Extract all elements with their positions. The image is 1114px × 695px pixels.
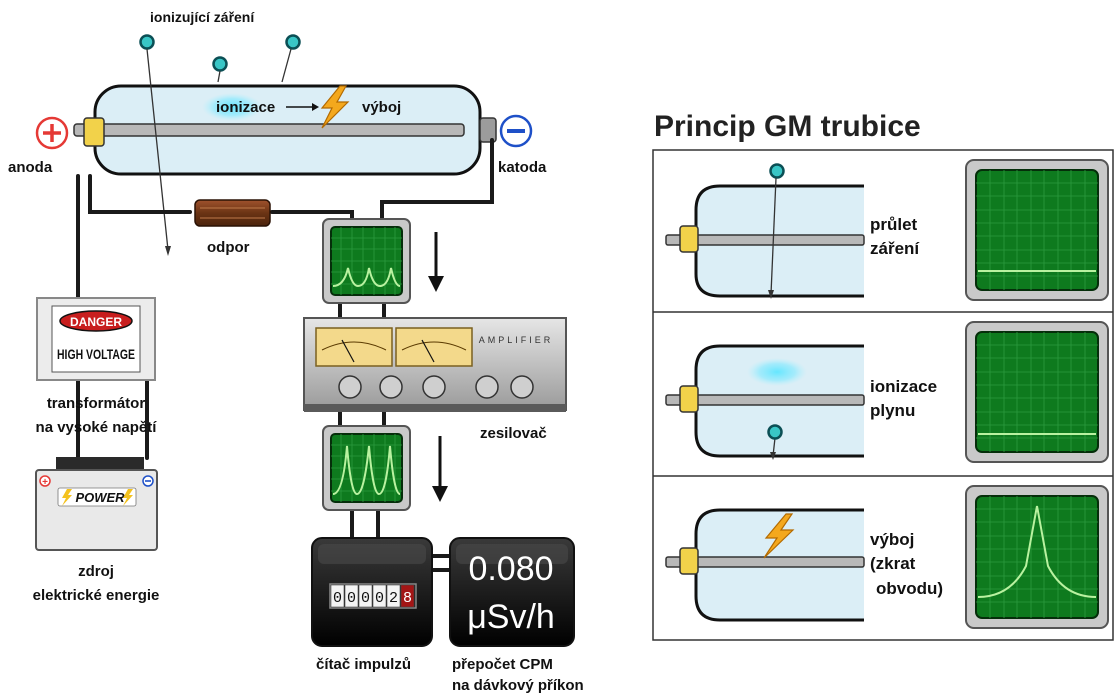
ionization-label: ionizace bbox=[216, 99, 275, 116]
counter-digit-cell bbox=[400, 584, 415, 608]
counter-digit: 0 bbox=[361, 590, 370, 607]
counter-digit: 0 bbox=[333, 590, 342, 607]
lightning-icon bbox=[763, 513, 795, 559]
row1-line2: záření bbox=[870, 239, 920, 258]
amplifier: AMPLIFIER zesilovač bbox=[303, 317, 567, 442]
radiation-label: ionizující záření bbox=[150, 9, 255, 25]
battery: + POWER zdroj elektrické energie bbox=[33, 457, 160, 604]
particle-icon bbox=[212, 56, 228, 72]
particle-icon bbox=[767, 424, 783, 440]
danger-badge bbox=[59, 310, 133, 332]
counter-digit-cell bbox=[330, 584, 345, 608]
arrow-down-icon bbox=[428, 232, 444, 292]
principle-row-ionization: ionizace plynu bbox=[665, 321, 1109, 463]
anode-wire bbox=[73, 123, 465, 137]
cathode-symbol: katoda bbox=[498, 114, 547, 176]
transformer: DANGER HIGH VOLTAGE transformátor na vys… bbox=[36, 297, 158, 436]
battery-caption-2: elektrické energie bbox=[33, 587, 160, 604]
knob bbox=[338, 375, 362, 399]
counter-digit-cell bbox=[386, 584, 401, 608]
dose-value: 0.080 bbox=[468, 550, 553, 588]
transformer-caption-2: na vysoké napětí bbox=[36, 419, 158, 436]
ray-line bbox=[146, 48, 169, 251]
row1-line1: průlet bbox=[870, 215, 918, 234]
resistor-label: odpor bbox=[207, 239, 250, 256]
ionization-cloud bbox=[202, 93, 262, 121]
dose-caption-2: na dávkový příkon bbox=[452, 677, 584, 694]
knob bbox=[379, 375, 403, 399]
knob bbox=[475, 375, 499, 399]
counter-digit-cell bbox=[358, 584, 373, 608]
counter-caption: čítač impulzů bbox=[316, 656, 411, 673]
counter-digit: 8 bbox=[403, 590, 412, 607]
anode-symbol: anoda bbox=[8, 116, 69, 176]
svg-text:+: + bbox=[42, 477, 48, 488]
particle-icon bbox=[285, 34, 301, 50]
high-voltage-label: HIGH VOLTAGE bbox=[57, 346, 135, 362]
dose-unit: μSv/h bbox=[467, 598, 555, 636]
scope-amplified-pulse bbox=[322, 425, 411, 511]
dose-meter: 0.080 μSv/h přepočet CPM na dávkový přík… bbox=[449, 537, 584, 694]
particle-icon bbox=[139, 34, 155, 50]
counter-digit-cell bbox=[344, 584, 359, 608]
gm-tube: ionizace výboj bbox=[73, 84, 497, 176]
counter-digit-cell bbox=[372, 584, 387, 608]
amplifier-caption: zesilovač bbox=[480, 425, 547, 442]
discharge-label: výboj bbox=[362, 99, 401, 116]
row2-line2: plynu bbox=[870, 401, 915, 420]
principle-title: Princip GM trubice bbox=[654, 110, 921, 143]
particle-icon bbox=[769, 163, 785, 179]
row2-line1: ionizace bbox=[870, 377, 937, 396]
row3-line2: (zkrat bbox=[870, 554, 916, 573]
dose-caption-1: přepočet CPM bbox=[452, 656, 553, 673]
battery-brand: POWER bbox=[75, 490, 125, 505]
radiation: ionizující záření bbox=[139, 9, 301, 256]
principle-row-flyby: průlet záření bbox=[665, 159, 1109, 301]
counter-digit: 2 bbox=[389, 590, 398, 607]
danger-label: DANGER bbox=[70, 315, 122, 329]
knob bbox=[510, 375, 534, 399]
principle-row-discharge: výboj (zkrat obvodu) bbox=[665, 485, 1109, 629]
resistor: odpor bbox=[194, 199, 271, 256]
row3-line3: obvodu) bbox=[876, 579, 943, 598]
amplifier-panel-text: AMPLIFIER bbox=[479, 335, 554, 345]
cathode-cap bbox=[479, 117, 497, 143]
counter-digit: 0 bbox=[347, 590, 356, 607]
anode-cap bbox=[83, 117, 105, 147]
battery-caption-1: zdroj bbox=[78, 563, 114, 580]
transformer-caption-1: transformátor bbox=[47, 395, 146, 412]
discharge-peak bbox=[977, 505, 1097, 598]
cathode-label: katoda bbox=[498, 159, 547, 176]
scope-raw-pulse bbox=[322, 218, 411, 304]
arrow-down-icon bbox=[432, 436, 448, 502]
lightning-icon bbox=[320, 85, 350, 129]
ionization-cloud bbox=[747, 358, 807, 386]
anode-label: anoda bbox=[8, 159, 53, 176]
counter-digit: 0 bbox=[375, 590, 384, 607]
knob bbox=[422, 375, 446, 399]
row3-line1: výboj bbox=[870, 530, 914, 549]
